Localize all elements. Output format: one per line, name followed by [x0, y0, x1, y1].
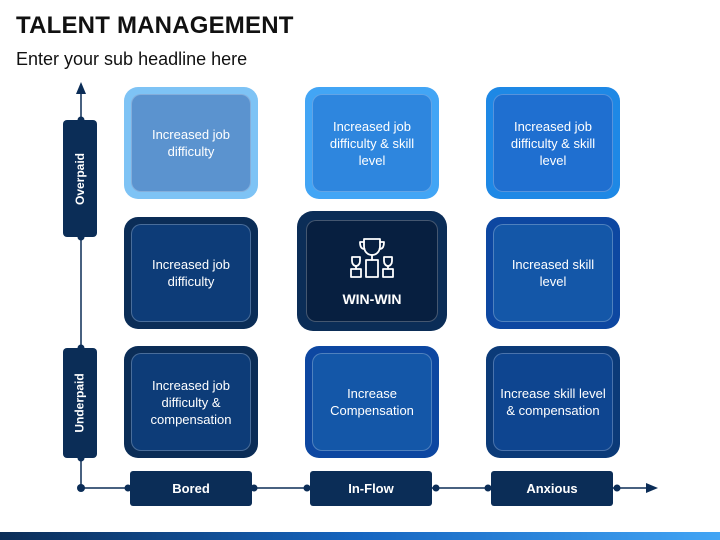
y-label-overpaid: Overpaid: [63, 120, 97, 237]
tile-r3c3: Increase skill level & compensation: [486, 346, 620, 458]
tile-win-win: WIN-WIN: [297, 211, 447, 331]
tile-r1c3-text: Increased job difficulty & skill level: [493, 94, 613, 192]
tile-r3c2-text: Increase Compensation: [312, 353, 432, 451]
tile-r3c2: Increase Compensation: [305, 346, 439, 458]
tile-r1c2: Increased job difficulty & skill level: [305, 87, 439, 199]
tile-r2c1: Increased job difficulty: [124, 217, 258, 329]
x-axis-dot: [250, 484, 258, 492]
x-label-in-flow: In-Flow: [310, 471, 432, 506]
x-axis-dot: [303, 484, 311, 492]
tile-r1c1: Increased job difficulty: [124, 87, 258, 199]
x-label-anxious: Anxious: [491, 471, 613, 506]
x-axis-arrowhead: [646, 483, 658, 493]
x-axis-dot: [613, 484, 621, 492]
win-win-label: WIN-WIN: [342, 290, 402, 307]
tile-r1c1-text: Increased job difficulty: [131, 94, 251, 192]
x-label-bored: Bored: [130, 471, 252, 506]
tile-r3c1-text: Increased job difficulty & compensation: [131, 353, 251, 451]
tile-r3c1: Increased job difficulty & compensation: [124, 346, 258, 458]
bottom-accent-bar: [0, 532, 720, 540]
y-label-underpaid: Underpaid: [63, 348, 97, 458]
axis-origin-dot: [77, 484, 85, 492]
trophy-icon: [350, 237, 394, 278]
x-axis-dot: [124, 484, 132, 492]
tile-r2c1-text: Increased job difficulty: [131, 224, 251, 322]
page-title: TALENT MANAGEMENT: [16, 12, 294, 39]
x-axis-dot: [432, 484, 440, 492]
tile-r2c3: Increased skill level: [486, 217, 620, 329]
tile-r1c2-text: Increased job difficulty & skill level: [312, 94, 432, 192]
page-subtitle: Enter your sub headline here: [16, 49, 248, 69]
tile-r2c3-text: Increased skill level: [493, 224, 613, 322]
x-axis-dot: [484, 484, 492, 492]
tile-r3c3-text: Increase skill level & compensation: [493, 353, 613, 451]
tile-r1c3: Increased job difficulty & skill level: [486, 87, 620, 199]
y-axis-arrowhead: [76, 82, 86, 94]
